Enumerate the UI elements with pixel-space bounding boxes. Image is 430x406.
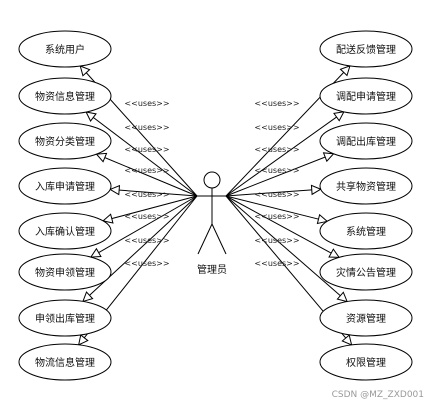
left-use-case-ellipse-5	[18, 212, 112, 250]
right-use-case-arrowhead-7	[336, 291, 348, 303]
right-use-case-arrowhead-6	[328, 248, 341, 258]
left-uses-label-6: <<uses>>	[124, 212, 169, 221]
right-uses-label-1: <<uses>>	[254, 99, 299, 108]
right-uses-label-3: <<uses>>	[254, 145, 299, 154]
right-use-case-ellipse-5	[319, 212, 413, 250]
left-uses-label-4: <<uses>>	[124, 166, 169, 175]
right-uses-label-7: <<uses>>	[254, 236, 299, 245]
right-use-case-label-1: 配送反馈管理	[336, 43, 396, 56]
connectors	[77, 65, 353, 346]
left-use-case-label-2: 物资信息管理	[35, 90, 95, 103]
actor-right-leg	[211, 223, 227, 255]
left-use-case-label-4: 入库申请管理	[35, 180, 95, 193]
right-use-case-arrowhead-5	[316, 213, 329, 225]
left-use-case-label-3: 物资分类管理	[35, 135, 95, 148]
watermark: CSDN @MZ_ZXD001	[331, 390, 424, 400]
left-uses-label-5: <<uses>>	[124, 190, 169, 199]
right-use-case-label-4: 共享物资管理	[336, 180, 396, 193]
left-use-case-label-5: 入库确认管理	[35, 225, 95, 238]
left-use-case-arrowhead-5	[102, 213, 114, 224]
right-uses-label-6: <<uses>>	[254, 212, 299, 221]
left-use-case-arrowhead-2	[85, 111, 97, 122]
right-uses-label-4: <<uses>>	[254, 166, 299, 175]
actor-label: 管理员	[197, 263, 227, 276]
right-uses-label-5: <<uses>>	[254, 190, 299, 199]
right-use-case-connector-5	[225, 195, 328, 222]
right-use-case-arrowhead-2	[333, 111, 345, 122]
left-use-case-arrowhead-3	[95, 152, 108, 163]
left-uses-label-1: <<uses>>	[124, 99, 169, 108]
right-use-case-arrowhead-4	[310, 184, 322, 196]
right-use-case-ellipse-4	[319, 167, 413, 205]
left-use-case-ellipse-2	[18, 77, 112, 115]
right-use-case-connector-2	[225, 111, 345, 197]
actor-head	[203, 171, 221, 189]
left-use-case-label-7: 申领出库管理	[35, 312, 95, 325]
right-use-case-connector-6	[225, 195, 340, 258]
left-use-case-ellipse-6	[18, 253, 112, 291]
left-use-case-ellipse-8	[18, 343, 112, 381]
left-uses-label-2: <<uses>>	[124, 123, 169, 132]
use-cases: 系统用户物资信息管理物资分类管理入库申请管理入库确认管理物资申领管理申领出库管理…	[18, 30, 413, 381]
left-use-case-ellipse-1	[18, 30, 112, 68]
right-use-case-arrowhead-8	[341, 334, 353, 346]
uses-labels: <<uses>> <<uses>> <<uses>> <<uses>> <<uses>>…	[124, 99, 299, 268]
left-use-case-connector-7	[82, 195, 198, 302]
right-use-case-label-5: 系统管理	[346, 225, 386, 238]
right-use-case-ellipse-7	[319, 299, 413, 337]
left-use-case-label-6: 物资申领管理	[35, 266, 95, 279]
actor-administrator	[196, 171, 228, 255]
right-use-case-ellipse-2	[319, 77, 413, 115]
left-use-case-ellipse-3	[18, 122, 112, 160]
right-use-case-connector-7	[225, 195, 348, 302]
right-use-case-arrowhead-1	[339, 65, 351, 77]
left-uses-label-7: <<uses>>	[124, 236, 169, 245]
left-use-case-label-1: 系统用户	[45, 43, 85, 56]
left-use-case-arrowhead-1	[79, 65, 91, 77]
right-use-case-connector-3	[225, 153, 334, 197]
left-use-case-ellipse-4	[18, 167, 112, 205]
left-use-case-arrowhead-8	[77, 334, 89, 346]
left-use-case-arrowhead-7	[82, 291, 94, 303]
right-use-case-arrowhead-3	[322, 152, 335, 163]
left-use-case-arrowhead-6	[89, 247, 102, 258]
right-use-case-label-3: 调配出库管理	[336, 135, 396, 148]
right-use-case-connector-4	[225, 188, 321, 197]
right-use-case-ellipse-8	[319, 343, 413, 381]
left-uses-label-8: <<uses>>	[124, 259, 169, 268]
right-use-case-ellipse-3	[319, 122, 413, 160]
left-use-case-ellipse-7	[18, 299, 112, 337]
left-use-case-connector-4	[110, 188, 198, 197]
right-use-case-label-6: 灾情公告管理	[336, 266, 396, 279]
right-use-case-label-2: 调配申请管理	[336, 90, 396, 103]
left-use-case-label-8: 物流信息管理	[35, 356, 95, 369]
left-use-case-arrowhead-4	[109, 184, 121, 196]
right-use-case-label-8: 权限管理	[346, 356, 386, 369]
right-uses-label-8: <<uses>>	[254, 259, 299, 268]
actor-left-leg	[197, 223, 213, 255]
right-use-case-ellipse-1	[319, 30, 413, 68]
left-use-case-connector-3	[96, 153, 198, 197]
right-uses-label-2: <<uses>>	[254, 123, 299, 132]
right-use-case-ellipse-6	[319, 253, 413, 291]
left-use-case-connector-5	[102, 195, 198, 222]
left-use-case-connector-6	[90, 195, 198, 258]
right-use-case-label-7: 资源管理	[346, 312, 386, 325]
left-use-case-connector-2	[85, 111, 198, 197]
left-uses-label-3: <<uses>>	[124, 145, 169, 154]
